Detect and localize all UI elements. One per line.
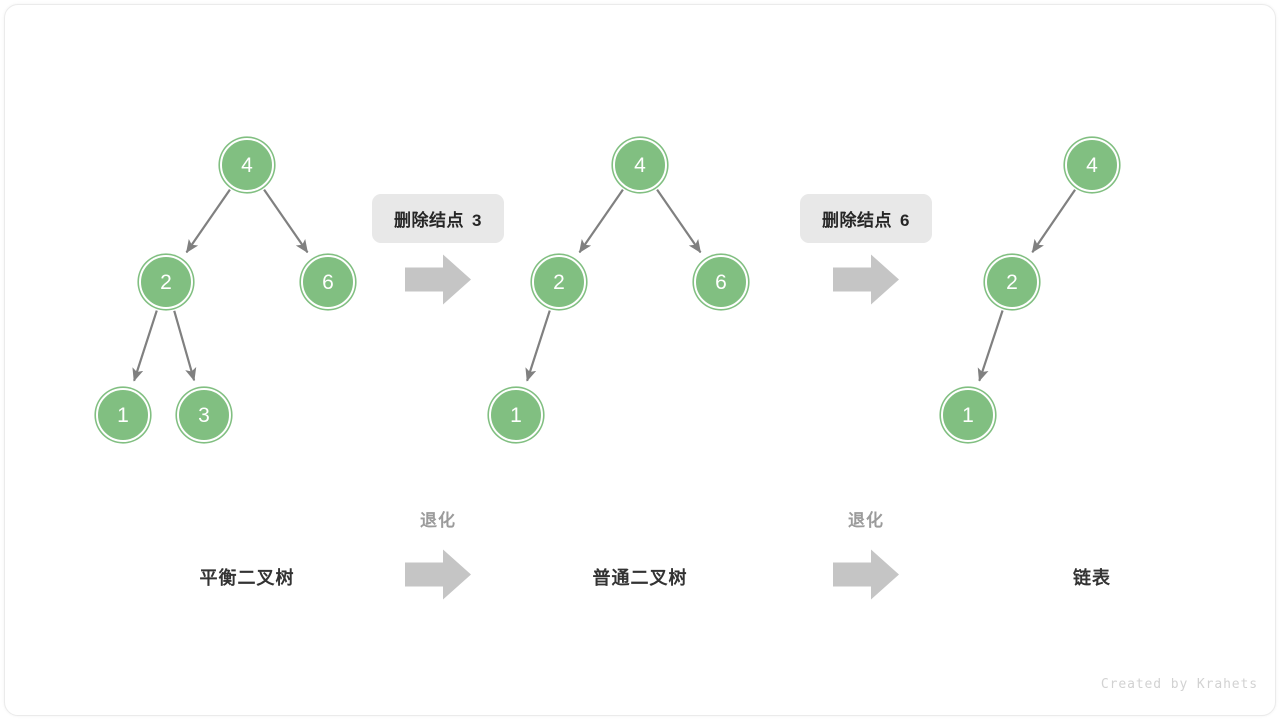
op-pill-value: 3 <box>472 211 482 230</box>
caption-ordinary-tree: 普通二叉树 <box>592 568 688 588</box>
tree-node-2[interactable]: 2 <box>139 255 193 309</box>
op-pill-label: 删除结点 <box>822 211 893 230</box>
caption-balanced-tree: 平衡二叉树 <box>199 568 295 588</box>
tree-node-1[interactable]: 1 <box>489 388 543 442</box>
tree-node-4[interactable]: 4 <box>1065 138 1119 192</box>
tree-node-6[interactable]: 6 <box>694 255 748 309</box>
tree-node-3[interactable]: 3 <box>177 388 231 442</box>
figure-card <box>4 4 1276 716</box>
tree-edge <box>185 189 231 254</box>
tree-node-1[interactable]: 1 <box>941 388 995 442</box>
tree-edge <box>977 310 1004 382</box>
transition-arrow-icon <box>405 547 471 608</box>
tree-node-1[interactable]: 1 <box>96 388 150 442</box>
op-pill-delete-3[interactable]: 删除结点 3 <box>372 194 504 243</box>
op-pill-value: 6 <box>900 211 910 230</box>
tree-edge <box>656 189 702 254</box>
tree-node-2[interactable]: 2 <box>985 255 1039 309</box>
tree-node-4[interactable]: 4 <box>220 138 274 192</box>
degenerate-label-2: 退化 <box>848 511 884 530</box>
tree-edge <box>263 189 309 254</box>
tree-edge <box>578 189 624 254</box>
tree-edge <box>132 310 158 382</box>
tree-node-2[interactable]: 2 <box>532 255 586 309</box>
transition-arrow-icon <box>833 252 899 313</box>
degenerate-label-1: 退化 <box>420 511 456 530</box>
tree-node-6[interactable]: 6 <box>301 255 355 309</box>
tree-edge <box>173 310 197 382</box>
transition-arrow-icon <box>405 252 471 313</box>
watermark-credit: Created by Krahets <box>1100 677 1258 692</box>
tree-edge <box>1031 189 1076 254</box>
transition-arrow-icon <box>833 547 899 608</box>
caption-linked-list: 链表 <box>1073 568 1111 588</box>
op-pill-label: 删除结点 <box>394 211 465 230</box>
tree-edge <box>525 310 551 382</box>
tree-node-4[interactable]: 4 <box>613 138 667 192</box>
op-pill-delete-6[interactable]: 删除结点 6 <box>800 194 932 243</box>
